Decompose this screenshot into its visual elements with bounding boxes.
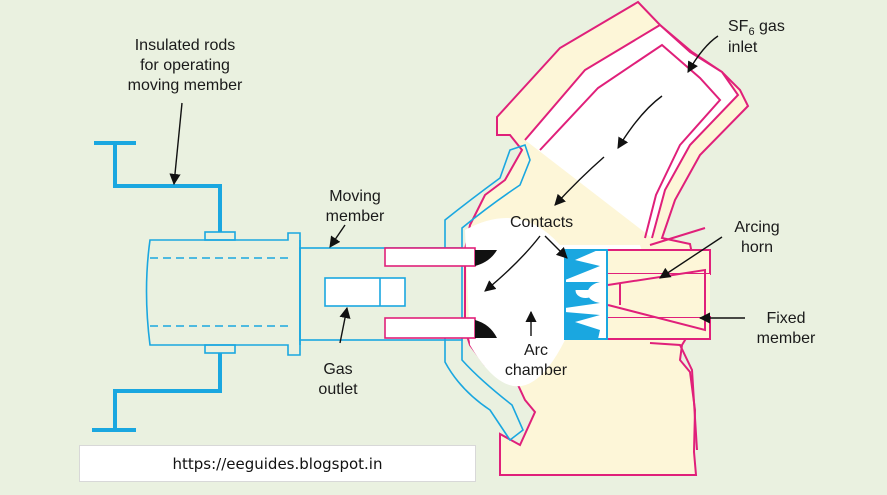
insulated-rod-lower	[92, 353, 222, 432]
moving-contact-upper	[475, 250, 497, 266]
insulated-rods	[92, 141, 222, 432]
label-moving-member-line1: Moving	[329, 188, 381, 205]
arrow-sf6-2	[617, 95, 663, 149]
fixed-contacts	[564, 249, 608, 340]
arrow-sf6-3	[554, 156, 605, 206]
arrow-moving-member	[329, 224, 346, 248]
arrow-gas-outlet	[339, 306, 351, 344]
label-contacts: Contacts	[510, 214, 574, 231]
nozzle-upper	[444, 143, 531, 252]
moving-member	[145, 143, 531, 442]
fixed-member-upper-bar	[604, 249, 711, 275]
label-gas-outlet: Gas outlet	[308, 360, 368, 400]
label-fixed-member-line2: member	[756, 330, 816, 347]
rod-housing	[145, 232, 301, 356]
sf6-prefix: SF	[728, 18, 749, 35]
source-url-box: https://eeguides.blogspot.in	[79, 445, 476, 482]
label-moving-member: Moving member	[310, 187, 400, 227]
arrow-contacts-right	[544, 235, 568, 259]
chamber-housing	[464, 0, 750, 476]
arcing-horn	[607, 268, 706, 332]
label-sf6-gas-inlet: SF6 gas inlet	[728, 17, 785, 58]
label-arc-chamber-line1: Arc	[524, 342, 548, 359]
label-sf6-line1: SF6 gas	[728, 17, 785, 38]
label-gas-outlet-line1: Gas	[323, 361, 353, 378]
arrow-insulated-rods	[169, 102, 183, 186]
sf6-suffix: gas	[754, 18, 785, 35]
label-insulated-rods-line3: moving member	[127, 77, 243, 94]
label-arcing-horn-line2: horn	[740, 239, 774, 256]
label-sf6-line2: inlet	[728, 39, 758, 56]
insulated-rod-upper	[94, 141, 222, 232]
gas-outlet-slot	[324, 277, 406, 307]
arrow-arcing-horn	[659, 236, 723, 279]
label-arcing-horn: Arcing horn	[722, 218, 792, 258]
annotation-arrows	[169, 35, 745, 344]
label-moving-member-line2: member	[325, 208, 385, 225]
arrow-sf6-1	[687, 35, 719, 73]
arrow-contacts-left	[484, 235, 541, 292]
label-gas-outlet-line2: outlet	[318, 381, 358, 398]
sf6-subscript: 6	[748, 26, 755, 38]
label-fixed-member: Fixed member	[746, 309, 826, 349]
label-insulated-rods: Insulated rods for operating moving memb…	[100, 36, 270, 96]
label-insulated-rods-line2: for operating	[140, 57, 230, 74]
gas-inlet-channel	[524, 23, 740, 239]
moving-contact-lower	[475, 320, 497, 338]
label-arc-chamber-line2: chamber	[504, 362, 568, 379]
source-url: https://eeguides.blogspot.in	[172, 454, 383, 473]
label-fixed-member-line1: Fixed	[766, 310, 806, 327]
label-arc-chamber: Arc chamber	[496, 341, 576, 381]
fixed-member	[604, 249, 711, 340]
nozzle-lower	[444, 335, 524, 442]
label-insulated-rods-line1: Insulated rods	[134, 37, 236, 54]
label-arcing-horn-line1: Arcing	[734, 219, 780, 236]
